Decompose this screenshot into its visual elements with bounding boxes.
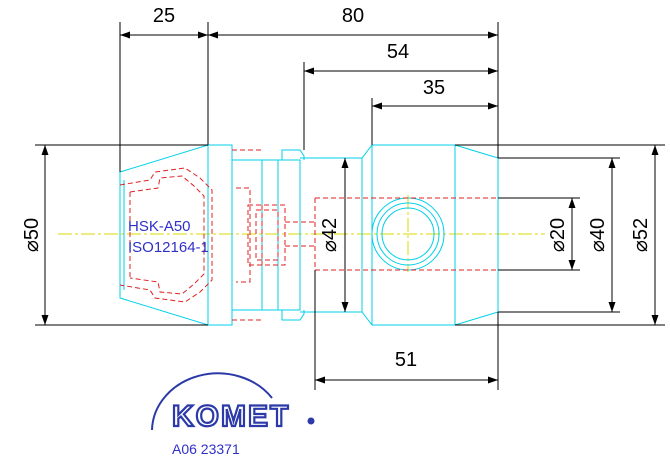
- dim-54-label: 54: [387, 41, 409, 63]
- dim-dia52-label: ⌀52: [630, 218, 652, 252]
- extension-lines: [35, 22, 665, 390]
- dim-dia40-label: ⌀40: [587, 218, 609, 252]
- dim-35-label: 35: [423, 77, 445, 99]
- spec-line-iso: ISO12164-1: [128, 239, 209, 256]
- dim-dia42-label: ⌀42: [319, 218, 341, 252]
- dim-dia20-label: ⌀20: [547, 218, 569, 252]
- dimension-lines: [41, 31, 659, 384]
- part-number: A06 23371: [172, 441, 240, 457]
- dim-dia50-label: ⌀50: [21, 218, 43, 252]
- hidden-lines: [119, 149, 498, 321]
- logo-text: KOMET: [172, 400, 290, 433]
- komet-logo: KOMET: [151, 372, 315, 434]
- part-outline: [119, 144, 499, 326]
- dim-80-label: 80: [342, 5, 364, 27]
- spec-line-hsk: HSK-A50: [128, 218, 191, 235]
- dim-25-label: 25: [153, 5, 175, 27]
- dim-51-label: 51: [395, 349, 417, 371]
